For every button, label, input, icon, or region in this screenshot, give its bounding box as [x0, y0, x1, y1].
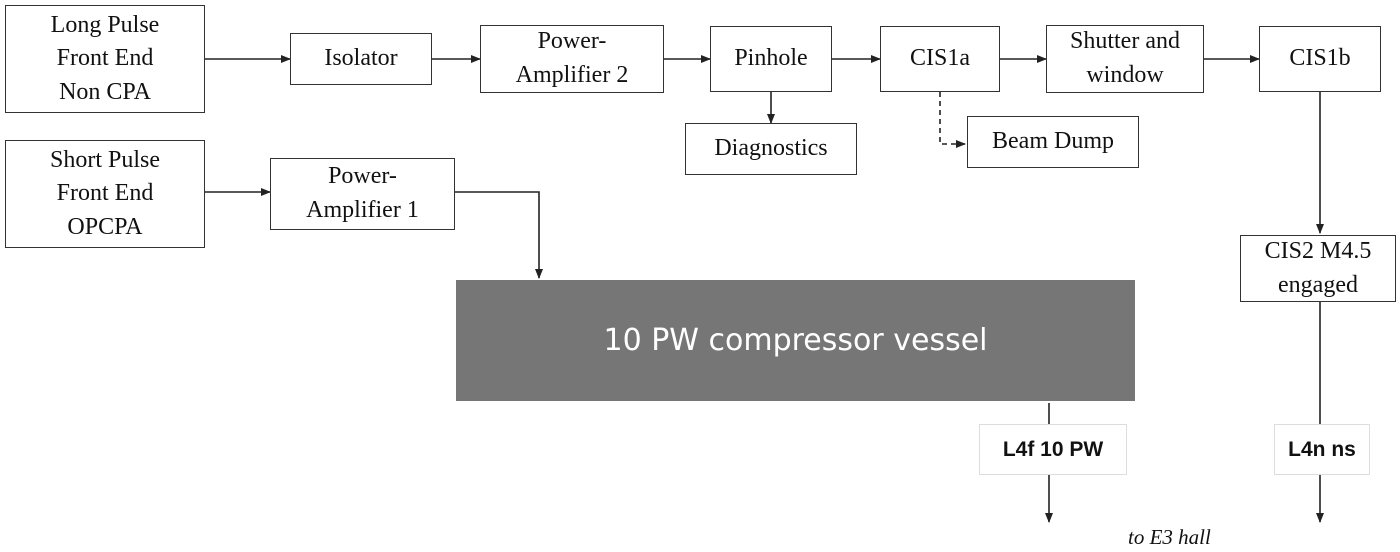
short-pulse-front-end-label: Short Pulse Front End OPCPA	[49, 146, 160, 240]
isolator-label: Isolator	[324, 45, 398, 72]
diagnostics-box: Diagnostics	[685, 123, 857, 175]
pinhole-label: Pinhole	[734, 45, 808, 72]
long-pulse-front-end-box: Long Pulse Front End Non CPA	[5, 5, 205, 113]
power-amplifier-2-box: Power- Amplifier 2	[480, 25, 664, 93]
compressor-vessel: 10 PW compressor vessel	[456, 280, 1135, 401]
short-pulse-front-end-box: Short Pulse Front End OPCPA	[5, 140, 205, 248]
cis2-label: CIS2 M4.5 engaged	[1264, 237, 1372, 298]
beam-dump-label: Beam Dump	[992, 128, 1114, 155]
pinhole-box: Pinhole	[710, 26, 832, 92]
cis1b-label: CIS1b	[1289, 45, 1351, 72]
cis1a-box: CIS1a	[880, 26, 1000, 92]
l4f-output-label: L4f 10 PW	[979, 424, 1127, 475]
long-pulse-front-end-label: Long Pulse Front End Non CPA	[50, 11, 160, 105]
cis1b-box: CIS1b	[1259, 26, 1381, 92]
power-amplifier-1-label: Power- Amplifier 1	[306, 163, 419, 223]
shutter-window-label: Shutter and window	[1070, 28, 1180, 88]
beam-dump-box: Beam Dump	[967, 116, 1139, 168]
compressor-vessel-label: 10 PW compressor vessel	[603, 323, 988, 358]
arrow-cis1a-to-beamdump	[939, 92, 966, 148]
destination-note: to E3 hall	[1128, 525, 1211, 549]
arrow-poweramp1-to-compressor	[455, 191, 543, 279]
power-amplifier-1-box: Power- Amplifier 1	[270, 158, 455, 230]
cis2-box: CIS2 M4.5 engaged	[1240, 235, 1396, 302]
shutter-window-box: Shutter and window	[1046, 25, 1204, 93]
diagnostics-label: Diagnostics	[714, 135, 828, 162]
l4n-output-label: L4n ns	[1274, 424, 1370, 475]
isolator-box: Isolator	[290, 33, 432, 85]
cis1a-label: CIS1a	[910, 45, 970, 72]
power-amplifier-2-label: Power- Amplifier 2	[515, 28, 629, 88]
